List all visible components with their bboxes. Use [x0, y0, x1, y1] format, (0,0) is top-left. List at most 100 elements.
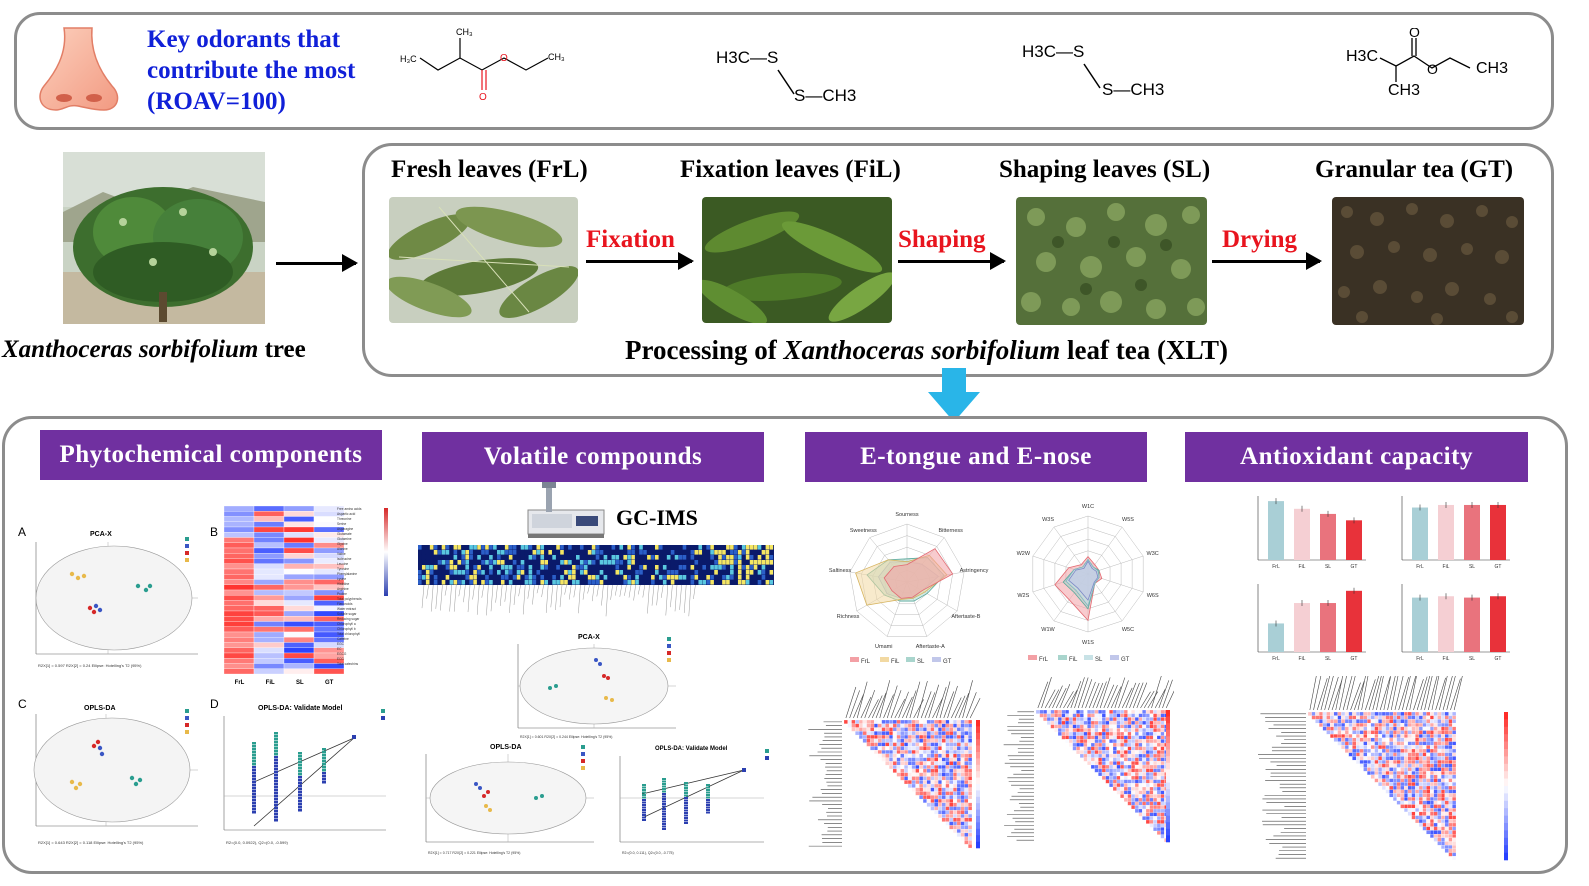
stage-title-frl: Fresh leaves (FrL) — [391, 156, 588, 183]
svg-text:CH₃: CH₃ — [548, 52, 565, 62]
svg-text:Tyrosine: Tyrosine — [337, 567, 349, 571]
svg-text:FiL: FiL — [1443, 564, 1450, 570]
svg-text:Astringency: Astringency — [960, 568, 989, 574]
svg-text:Threonine: Threonine — [337, 517, 352, 521]
section-antioxidant: Antioxidant capacity — [1185, 432, 1528, 482]
svg-text:EGC: EGC — [337, 642, 345, 646]
svg-text:GT: GT — [1495, 656, 1502, 662]
etongue-correlation-map — [808, 680, 981, 849]
enose-legend: FrL FiL SL GT — [1028, 655, 1130, 663]
dmds-b-bottom: S—CH3 — [1102, 80, 1165, 99]
svg-text:Chlorophyll a: Chlorophyll a — [337, 622, 356, 626]
svg-text:Water extract: Water extract — [337, 607, 356, 611]
svg-text:Lysine: Lysine — [337, 577, 346, 581]
svg-text:Sourness: Sourness — [895, 512, 918, 518]
shaping-leaves-photo — [1016, 197, 1207, 325]
volatile-oplsda-title: OPLS-DA — [490, 744, 522, 751]
dmds-b-top: H3C—S — [1022, 42, 1085, 61]
eib-right: CH3 — [1476, 60, 1509, 77]
svg-text:Aspartic acid: Aspartic acid — [337, 512, 355, 516]
processing-caption-species: Xanthoceras sorbifolium — [783, 335, 1061, 365]
svg-text:R2X[1] = 0.643 R2X[2] = 0.1: R2X[1] = 0.643 R2X[2] = 0.118 Ellipse: H… — [38, 840, 144, 845]
svg-text:W6S: W6S — [1147, 593, 1159, 599]
svg-text:W1C: W1C — [1082, 504, 1094, 510]
svg-text:GT: GT — [1351, 656, 1358, 662]
tree-caption: Xanthoceras sorbifolium tree — [2, 336, 306, 364]
enose-correlation-map — [1003, 676, 1174, 843]
svg-text:Proline: Proline — [337, 592, 347, 596]
svg-text:Glutamate: Glutamate — [337, 532, 352, 536]
processing-caption: Processing of Xanthoceras sorbifolium le… — [625, 335, 1228, 366]
svg-text:Asparagine: Asparagine — [337, 527, 353, 531]
section-phytochemical: Phytochemical components — [40, 430, 382, 480]
ethyl-isobutyrate-structure: H3C CH3 CH3 O O — [1346, 28, 1516, 103]
svg-text:R2=(0.0, 0.0922), Q2=(0.0, -0.: R2=(0.0, 0.0922), Q2=(0.0, -0.599) — [226, 840, 288, 845]
svg-text:Isoleucine: Isoleucine — [337, 557, 352, 561]
step-shaping: Shaping — [898, 226, 986, 253]
svg-text:W1W: W1W — [1041, 627, 1055, 633]
section-volatile: Volatile compounds — [422, 432, 764, 482]
eib-bottom: CH3 — [1388, 82, 1421, 99]
svg-text:W2W: W2W — [1017, 551, 1031, 557]
dmds-structure-b: H3C—S S—CH3 — [1022, 42, 1192, 112]
svg-text:Sweetness: Sweetness — [850, 528, 877, 534]
phyto-label-d: D — [210, 697, 219, 711]
enose-legend-frl: FrL — [1039, 657, 1049, 663]
svg-text:Reducing sugar: Reducing sugar — [337, 617, 360, 621]
svg-text:ECG: ECG — [337, 657, 344, 661]
svg-text:Soluble sugar: Soluble sugar — [337, 612, 357, 616]
phyto-heatmap-scale — [384, 508, 388, 596]
svg-text:Aftertaste-B: Aftertaste-B — [951, 614, 980, 620]
step-drying: Drying — [1222, 226, 1297, 253]
phyto-oplsda-title: OPLS-DA — [84, 705, 116, 712]
granular-tea-photo — [1332, 197, 1524, 325]
svg-text:SL: SL — [1325, 564, 1331, 570]
eib-left: H3C — [1346, 48, 1379, 65]
svg-text:Alanine: Alanine — [337, 547, 348, 551]
volatile-oplsda-plot: R2X[1] = 0.717 R2X[2] = 0.221 Ellipse: H… — [425, 754, 594, 855]
dmds-a-top: H3C—S — [716, 48, 779, 67]
svg-text:R2X[1] = 0.717 R2X[2] = 0.22: R2X[1] = 0.717 R2X[2] = 0.221 Ellipse: H… — [428, 851, 520, 855]
stage-title-sl: Shaping leaves (SL) — [999, 156, 1211, 183]
svg-text:Bitterness: Bitterness — [938, 528, 963, 534]
arrow-fixation — [586, 252, 694, 270]
svg-text:FrL: FrL — [1416, 656, 1424, 662]
svg-text:FrL: FrL — [1272, 564, 1280, 570]
svg-text:Total catechins: Total catechins — [337, 662, 358, 666]
svg-text:W1S: W1S — [1082, 640, 1094, 646]
key-odorants-title: Key odorants that contribute the most (R… — [147, 24, 355, 117]
volatile-validate-title: OPLS-DA: Validate Model — [655, 746, 728, 752]
svg-text:Free amino acids: Free amino acids — [337, 507, 362, 511]
phyto-label-c: C — [18, 697, 27, 711]
svg-text:Glutamine: Glutamine — [337, 537, 352, 541]
svg-text:FiL: FiL — [1443, 656, 1450, 662]
etongue-legend-frl: FrL — [861, 659, 871, 665]
svg-text:SL: SL — [1469, 564, 1475, 570]
title-line-1: Key odorants that — [147, 26, 341, 53]
svg-text:H₃C: H₃C — [400, 54, 417, 64]
phyto-validate-title: OPLS-DA: Validate Model — [258, 705, 343, 712]
svg-text:Total chlorophyll: Total chlorophyll — [337, 632, 360, 636]
svg-text:SL: SL — [1325, 656, 1331, 662]
volatile-pca-plot: R2X[1] = 0.601 R2X[2] = 0.244 Ellipse: H… — [517, 644, 676, 739]
step-fixation: Fixation — [586, 226, 675, 253]
ethyl-2-methylbutanoate-structure: H₃C CH₃ O O CH₃ — [400, 27, 565, 103]
volatile-pca-legend — [667, 637, 671, 662]
svg-text:Aftertaste-A: Aftertaste-A — [916, 644, 945, 650]
dmds-structure-a: H3C—S S—CH3 — [716, 48, 886, 118]
phyto-oplsda-legend — [185, 709, 189, 734]
arrow-drying — [1212, 252, 1322, 270]
stage-title-fil: Fixation leaves (FiL) — [680, 156, 901, 183]
svg-text:Umami: Umami — [875, 644, 892, 650]
enose-legend-gt: GT — [1121, 657, 1130, 663]
svg-text:EGCG: EGCG — [337, 652, 347, 656]
svg-text:Richness: Richness — [837, 614, 860, 620]
volatile-oplsda-legend — [581, 745, 585, 770]
enose-legend-fil: FiL — [1069, 657, 1078, 663]
svg-text:R2X[1] = 0.601 R2X[2] = 0.24: R2X[1] = 0.601 R2X[2] = 0.244 Ellipse: H… — [520, 735, 612, 739]
title-line-3: (ROAV=100) — [147, 88, 286, 115]
svg-text:CH₃: CH₃ — [456, 27, 473, 37]
phyto-heatmap-xlabels: FrL FiL SL GT — [224, 680, 344, 686]
svg-text:Arginine: Arginine — [337, 587, 349, 591]
